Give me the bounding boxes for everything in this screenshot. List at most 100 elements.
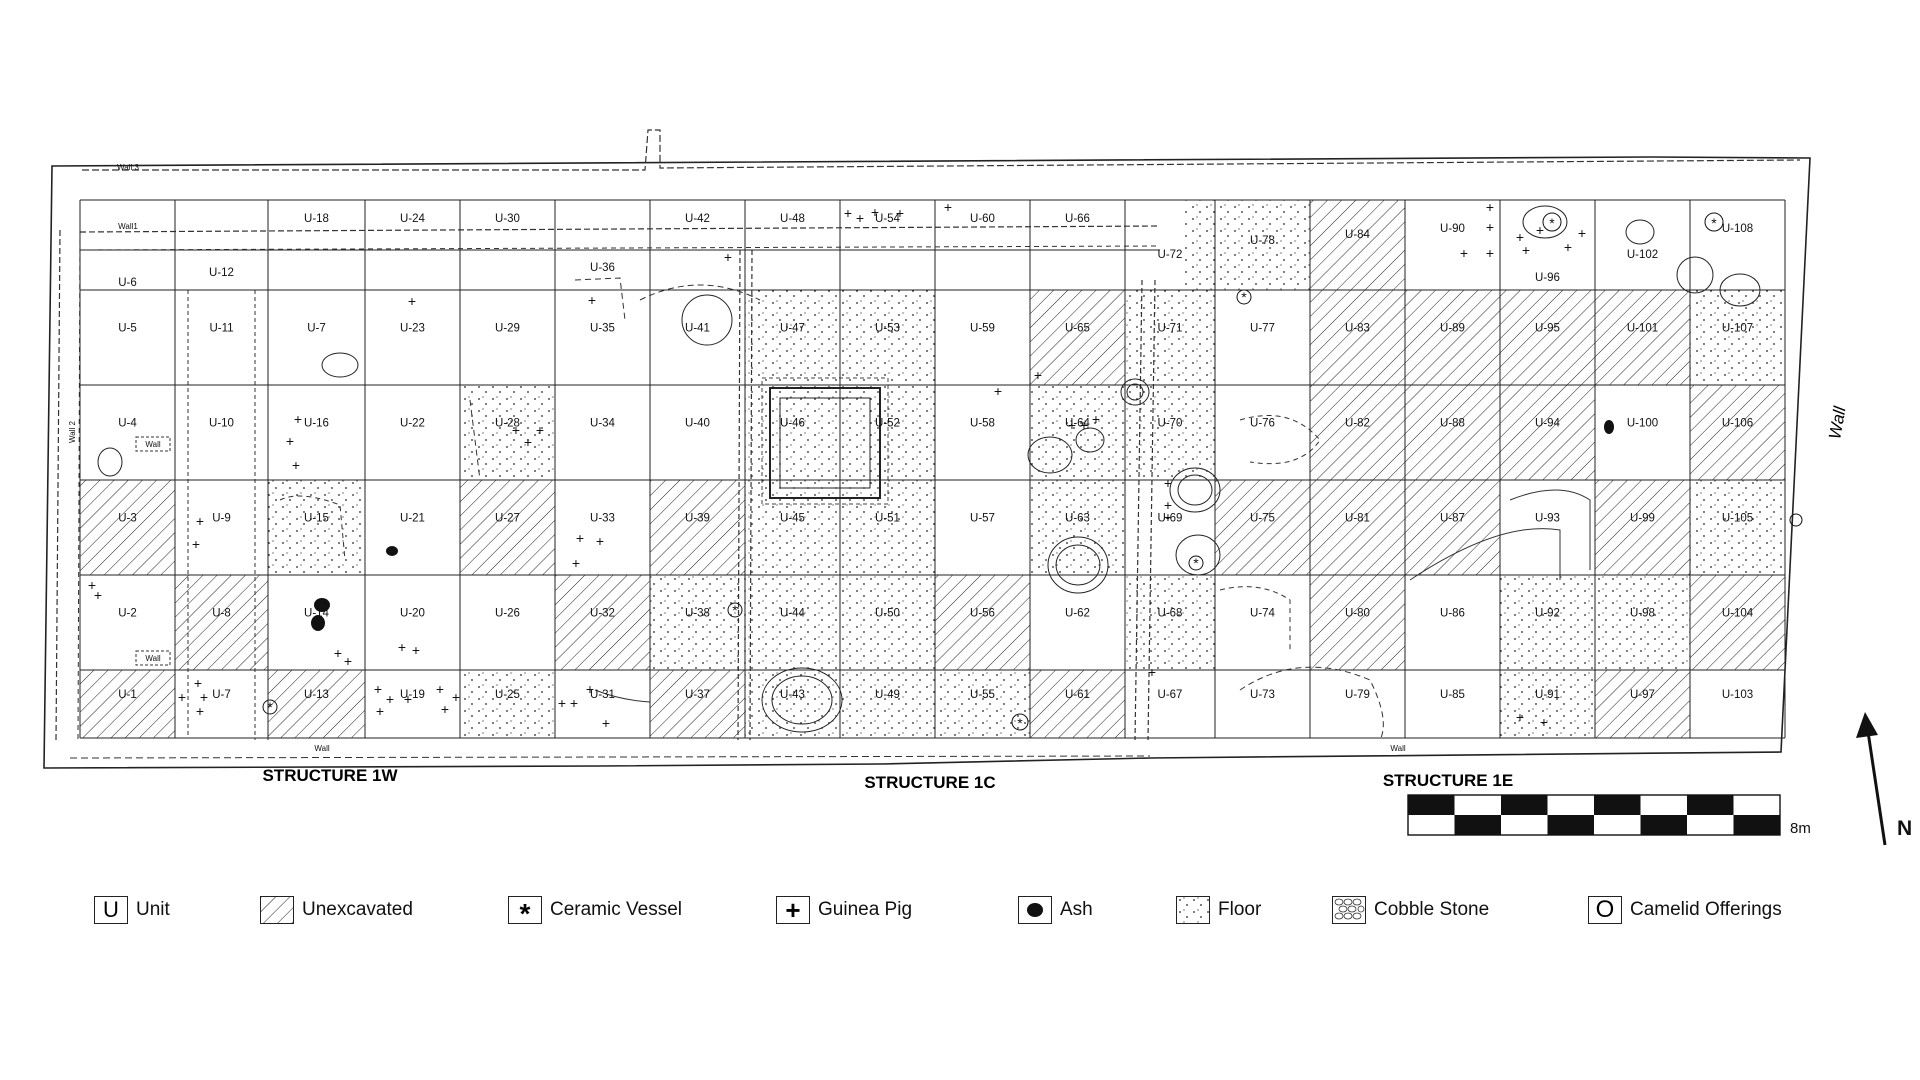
unit-label: U-21 [400,513,425,525]
guinea-pig-mark: + [1164,509,1172,525]
guinea-pig-mark: + [1522,242,1530,258]
floor-fill [1215,200,1310,290]
floor-fill [745,670,840,738]
unit-label: U-99 [1630,513,1655,525]
unit-label: U-105 [1722,513,1753,525]
guinea-pig-mark: + [376,703,384,719]
legend-item-ash: Ash [1018,893,1093,927]
unexcavated-fill [1500,385,1595,480]
scale-segment [1594,795,1641,815]
unit-label: U-5 [118,323,137,335]
scale-segment [1547,815,1594,835]
unit-label: U-32 [590,608,615,620]
unit-label: U-14 [304,608,330,620]
unit-label: U-73 [1250,689,1275,701]
guinea-pig-mark: + [398,639,406,655]
unit-label: U-13 [304,689,329,701]
unit-label: U-46 [780,418,805,430]
unit-label: U-35 [590,323,615,335]
unit-label: U-36 [590,262,615,274]
floor-fill [745,480,840,575]
unit-label: U-29 [495,323,520,335]
guinea-pig-mark: + [408,293,416,309]
unexcavated-fill [1500,290,1595,385]
guinea-pig-mark: + [1164,475,1172,491]
unexcavated-fill [1310,290,1405,385]
floor-fill [840,480,935,575]
unit-label: U-83 [1345,323,1370,335]
svg-text:*: * [1241,289,1247,305]
wall1-label: Wall1 [118,222,138,231]
scale-segment [1687,795,1734,815]
guinea-pig-mark: + [536,422,544,438]
legend-label-camelid-offerings: Camelid Offerings [1630,899,1782,920]
unit-label: U-27 [495,513,520,525]
floor-fill [1030,385,1125,480]
unexcavated-fill [1405,290,1500,385]
guinea-pig-mark: + [1516,709,1524,725]
unit-label: U-51 [875,513,900,525]
unit-label: U-91 [1535,689,1560,701]
unit-label: U-90 [1440,223,1465,235]
unexcavated-fill [1310,385,1405,480]
scale-segment [1733,815,1780,835]
guinea-pig-mark: + [570,695,578,711]
unit-label: U-49 [875,689,900,701]
guinea-pig-mark: + [441,701,449,717]
svg-text:*: * [1017,715,1023,731]
unit-label: U-45 [780,513,805,525]
unit-grid [79,199,1786,739]
legend-label-ceramic-vessel: Ceramic Vessel [550,899,682,920]
ring-icon: O [1588,896,1622,924]
unexcavated-fill [1595,290,1690,385]
guinea-pig-mark: + [944,199,952,215]
legend-item-camelid-offerings: O Camelid Offerings [1588,893,1782,927]
unit-label: U-65 [1065,323,1090,335]
unit-label: U-54 [875,213,901,225]
unexcavated-fill [555,575,650,670]
unit-label: U-108 [1722,223,1753,235]
unit-label: U-80 [1345,608,1370,620]
unit-label: U-62 [1065,608,1090,620]
guinea-pig-mark: + [602,715,610,731]
guinea-pig-mark: + [1080,417,1088,433]
unit-label: U-33 [590,513,615,525]
unit-label: U-24 [400,213,426,225]
unit-label: U-52 [875,418,900,430]
guinea-pig-mark: + [200,689,208,705]
guinea-pig-mark: + [344,653,352,669]
floor-fill [460,670,555,738]
unit-label: U-7 [307,323,326,335]
south-wall-label-1: Wall [314,744,329,753]
scale-bar [1407,794,1781,836]
unit-label: U-101 [1627,323,1658,335]
unexcavated-fill [1690,385,1785,480]
floor-fill [745,385,840,480]
floor-fill [1690,480,1785,575]
unit-label: U-31 [590,689,615,701]
asterisk-icon: * [508,896,542,928]
unit-label: U-6 [118,277,137,289]
guinea-pig-mark: + [596,533,604,549]
unit-label: U-89 [1440,323,1465,335]
floor-fill [1125,290,1215,385]
legend-label-ash: Ash [1060,899,1093,920]
unit-label: U-58 [970,418,995,430]
unit-label: U-12 [209,267,234,279]
unit-label: U-59 [970,323,995,335]
unit-label: U-77 [1250,323,1275,335]
unit-label: U-53 [875,323,900,335]
unit-label: U-8 [212,608,231,620]
guinea-pig-mark: + [856,210,864,226]
unexcavated-fill [1405,480,1500,575]
guinea-pig-mark: + [194,675,202,691]
guinea-pig-mark: + [1034,367,1042,383]
guinea-pig-mark: + [196,513,204,529]
floor-fill [650,575,745,670]
guinea-pig-mark: + [1486,219,1494,235]
guinea-pig-mark: + [1536,222,1544,238]
legend-item-unit: U Unit [94,893,170,927]
unit-label: U-68 [1158,608,1183,620]
